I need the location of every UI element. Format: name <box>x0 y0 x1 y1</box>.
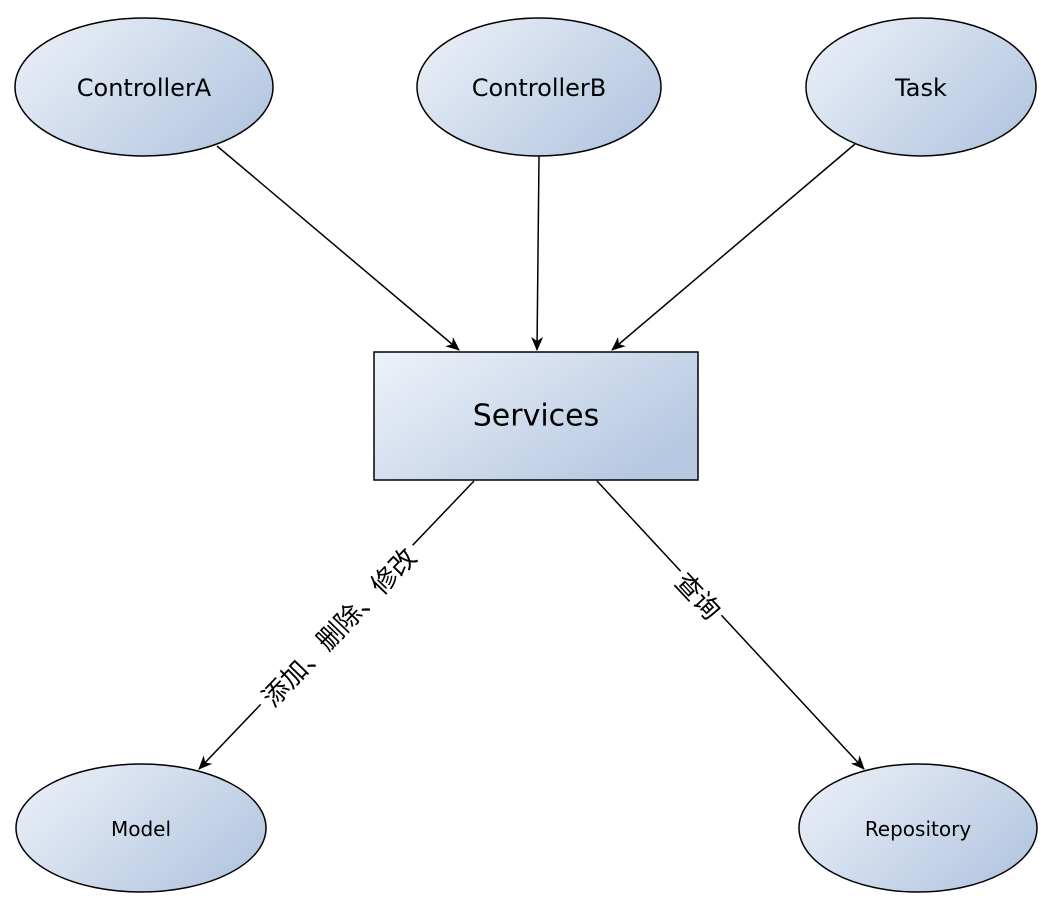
node-model-label: Model <box>111 817 171 841</box>
node-controller-b-label: ControllerB <box>472 74 607 102</box>
node-repository-label: Repository <box>865 817 972 841</box>
node-services-shape <box>373 351 699 481</box>
node-controller-b[interactable]: ControllerB <box>416 17 662 157</box>
edge-task-to-services <box>611 143 856 351</box>
node-model-shape <box>15 763 267 893</box>
node-controller-a-label: ControllerA <box>77 74 212 102</box>
node-controller-a-shape <box>14 17 274 157</box>
edge-controller-b-to-services <box>531 155 544 351</box>
edge-controller-a-to-services <box>216 145 460 351</box>
node-model[interactable]: Model <box>15 763 267 893</box>
edge-services-to-repository <box>596 480 865 770</box>
edge-label-add-delete-modify: 添加、删除、修改 <box>257 543 423 713</box>
node-controller-b-shape <box>416 17 662 157</box>
node-services-label: Services <box>473 399 600 434</box>
edge-label-group-repository: 查询 <box>663 562 731 632</box>
node-services[interactable]: Services <box>373 351 699 481</box>
node-repository-shape <box>798 763 1038 893</box>
node-task-label: Task <box>894 74 947 102</box>
node-controller-a[interactable]: ControllerA <box>14 17 274 157</box>
edge-label-group-model: 添加、删除、修改 <box>250 536 430 720</box>
node-task[interactable]: Task <box>805 17 1037 157</box>
node-task-shape <box>805 17 1037 157</box>
node-repository[interactable]: Repository <box>798 763 1038 893</box>
